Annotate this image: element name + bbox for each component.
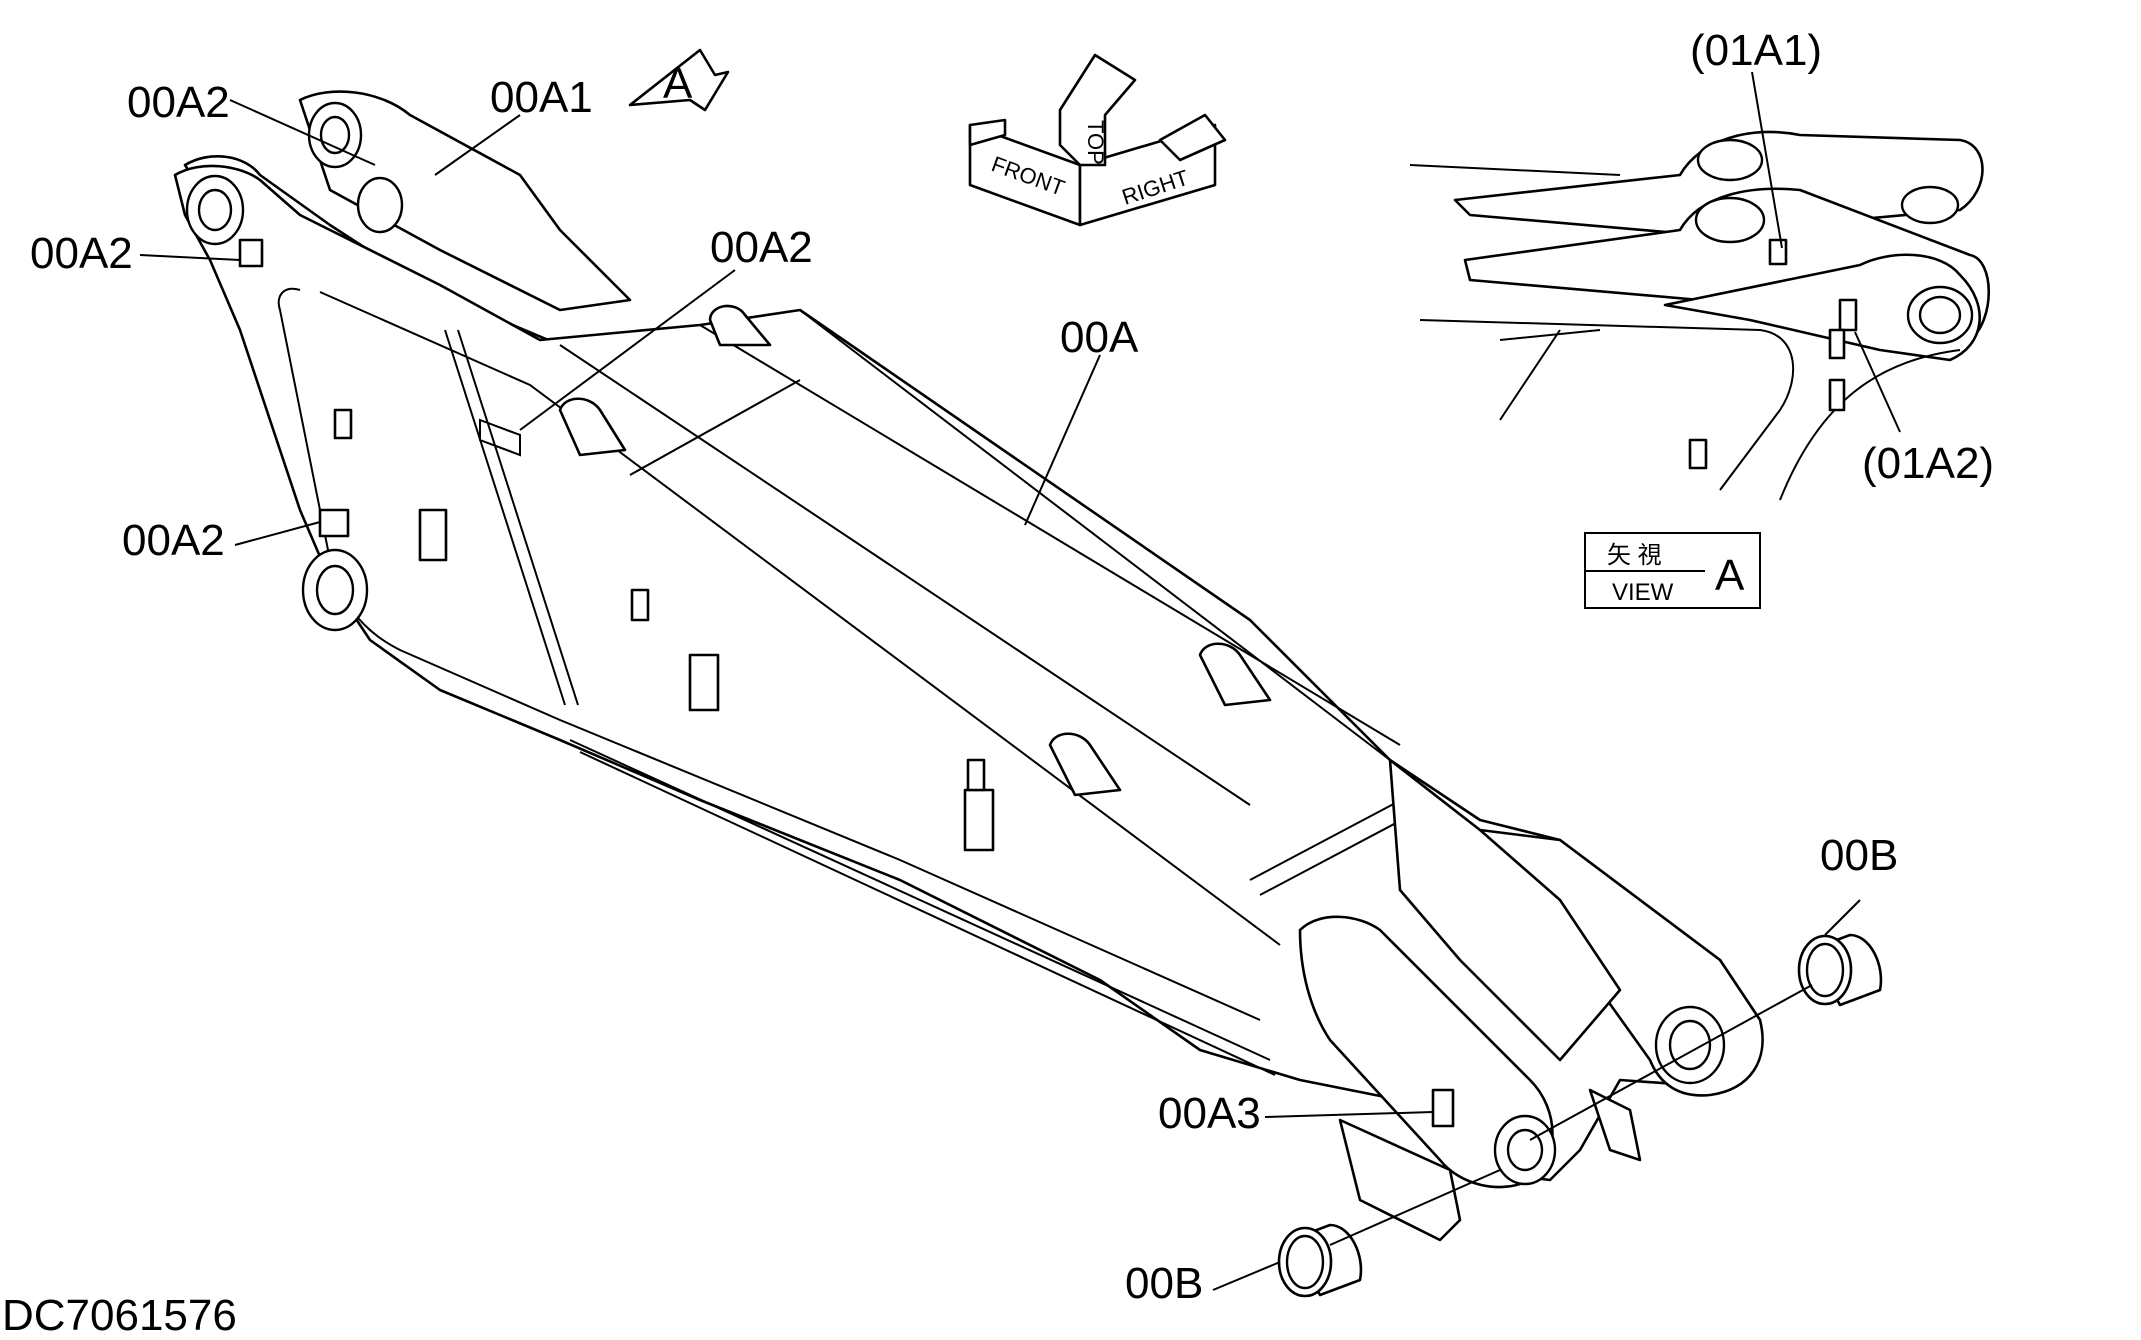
label-00a2-mid: 00A2 <box>122 516 225 565</box>
bushing-bottom-shape <box>1277 1223 1363 1298</box>
document-number: DC7061576 <box>2 1291 237 1335</box>
label-00a2-top: 00A2 <box>127 78 230 127</box>
boom-body <box>173 90 1764 1242</box>
label-00a3: 00A3 <box>1158 1089 1261 1138</box>
orient-top-label: TOP <box>1083 120 1108 165</box>
label-00a2-left: 00A2 <box>30 229 133 278</box>
label-00b-bottom: 00B <box>1125 1259 1203 1308</box>
label-00a2-center: 00A2 <box>710 223 813 272</box>
part-labels: 00A2 00A1 00A2 00A2 00A 00A2 00A3 00B 00… <box>2 73 1898 1340</box>
label-00b-right: 00B <box>1820 831 1898 880</box>
view-box-kanji: 矢 視 <box>1607 542 1662 569</box>
view-arrow-a: A <box>628 48 730 112</box>
detail-view-a: (01A1) (01A2) <box>1409 26 1994 501</box>
label-00a: 00A <box>1060 313 1139 362</box>
view-box-letter: A <box>1715 551 1745 600</box>
view-box-view: VIEW <box>1612 579 1674 606</box>
leader-lines <box>139 99 1861 1291</box>
orientation-indicator: FRONT TOP RIGHT <box>968 53 1227 227</box>
label-01a1: (01A1) <box>1690 26 1822 75</box>
view-a-box: 矢 視 VIEW A <box>1584 532 1761 609</box>
label-00a1: 00A1 <box>490 73 593 122</box>
bushing-right-shape <box>1797 933 1883 1007</box>
view-arrow-letter: A <box>663 59 693 108</box>
label-01a2: (01A2) <box>1862 439 1994 488</box>
